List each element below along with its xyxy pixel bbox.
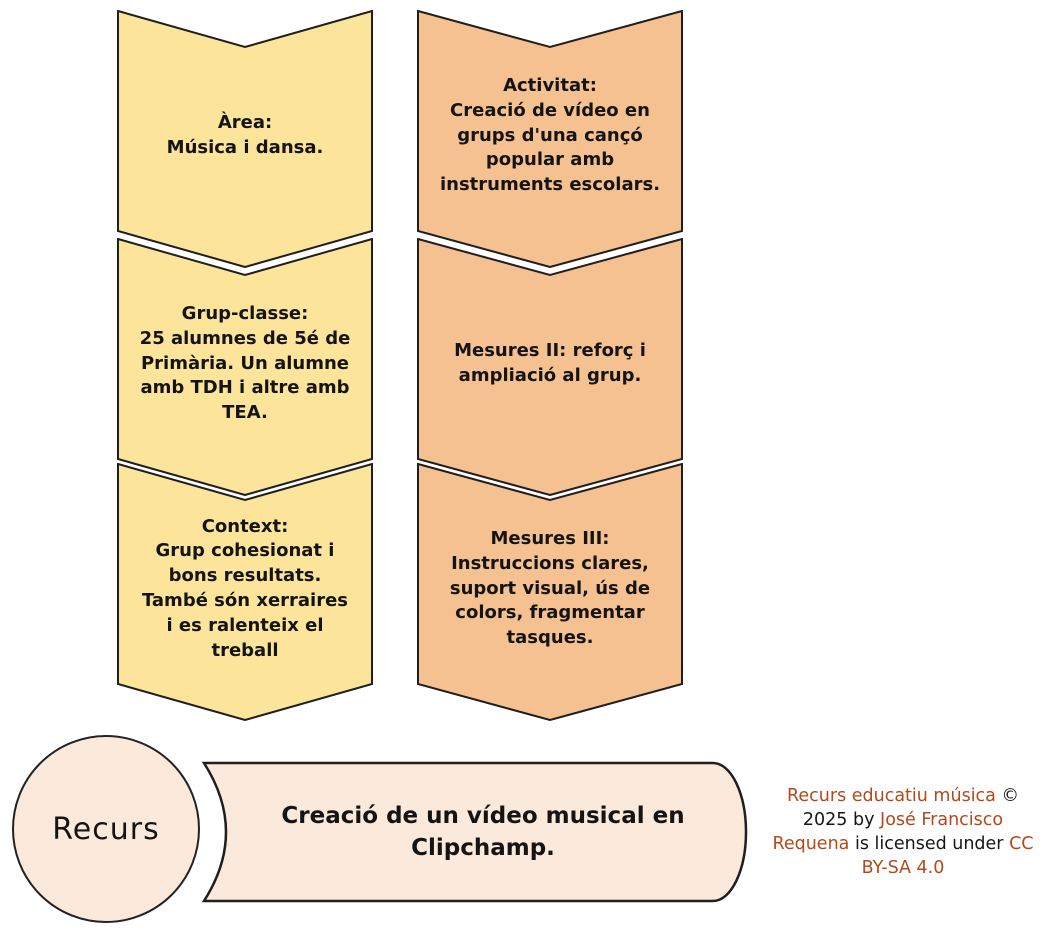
chevron-polygon [417, 463, 683, 721]
card-area: Àrea: Música i dansa. [117, 10, 373, 268]
banner-shape [202, 761, 748, 903]
resource-banner-text: Creació de un vídeo musical en Clipchamp… [281, 802, 685, 861]
card-mesures-2: Mesures II: reforç i ampliació al grup. [417, 238, 683, 496]
chevron-down-shape [417, 463, 683, 721]
chevron-down-shape [117, 463, 373, 721]
card-area-text: Àrea: Música i dansa. [166, 112, 324, 158]
recurs-circle-label: Recurs [52, 811, 160, 847]
card-activitat: Activitat: Creació de vídeo en grups d'u… [417, 10, 683, 268]
license-copyright-text: © 2025 by [802, 786, 1019, 831]
license-link-work[interactable]: Recurs educatiu música [787, 786, 996, 806]
resource-banner: Creació de un vídeo musical en Clipchamp… [202, 761, 748, 903]
chevron-polygon [117, 463, 373, 721]
chevron-down-shape [417, 238, 683, 496]
card-grup-classe-text: Grup-classe: 25 alumnes de 5é de Primàri… [139, 302, 351, 424]
license-attribution: Recurs educatiu música © 2025 by José Fr… [770, 784, 1036, 881]
license-link-author[interactable]: José Francisco Requena [772, 810, 1004, 855]
recurs-circle: Recurs [12, 735, 200, 923]
card-mesures-3-text: Mesures III: Instruccions clares, suport… [449, 527, 651, 649]
chevron-down-shape [417, 10, 683, 268]
card-mesures-3: Mesures III: Instruccions clares, suport… [417, 463, 683, 721]
chevron-polygon [117, 238, 373, 496]
chevron-polygon [417, 10, 683, 268]
chevron-polygon [117, 10, 373, 268]
license-link-cc-by-sa[interactable]: CC BY-SA 4.0 [861, 834, 1034, 879]
chevron-polygon [417, 238, 683, 496]
license-plain-text: is licensed under [849, 834, 1010, 855]
card-mesures-2-text: Mesures II: reforç i ampliació al grup. [454, 340, 646, 386]
chevron-down-shape [117, 238, 373, 496]
chevron-down-shape [117, 10, 373, 268]
card-context-text: Context: Grup cohesionat i bons resultat… [141, 515, 349, 661]
card-activitat-text: Activitat: Creació de vídeo en grups d'u… [439, 74, 661, 196]
card-grup-classe: Grup-classe: 25 alumnes de 5é de Primàri… [117, 238, 373, 496]
card-context: Context: Grup cohesionat i bons resultat… [117, 463, 373, 721]
banner-path [202, 761, 748, 903]
